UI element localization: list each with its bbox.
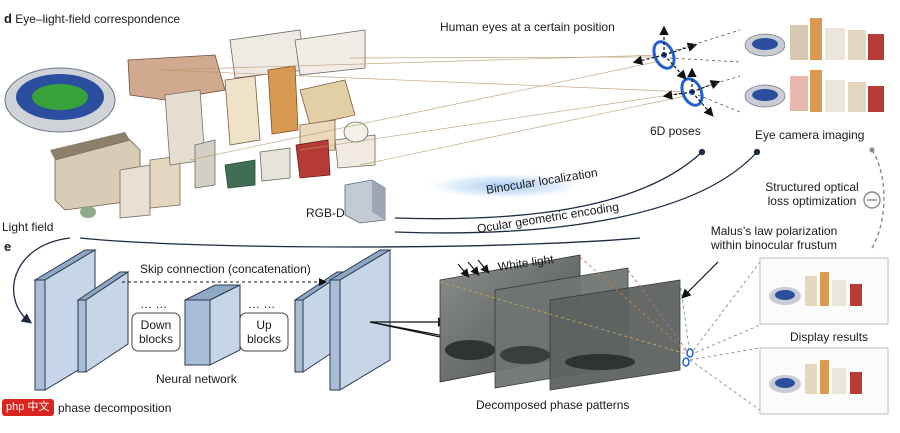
rgbd-sensor	[344, 179, 386, 224]
down-line-2: blocks	[138, 332, 173, 346]
pose-axes	[632, 25, 721, 117]
display-result-bottom	[759, 347, 889, 415]
up-blocks-label: Up blocks	[240, 318, 288, 346]
down-blocks-label: Down blocks	[132, 318, 180, 346]
decomposed-label: Decomposed phase patterns	[476, 398, 630, 412]
display-result-top	[759, 257, 889, 325]
city-scene	[4, 29, 386, 224]
rgbd-label: RGB-D	[306, 206, 345, 220]
structured-line-2: loss optimization	[767, 194, 857, 208]
flow-arrows-d	[79, 148, 761, 248]
eye-camera-label: Eye camera imaging	[755, 128, 865, 142]
camera-projection-lines	[669, 29, 741, 113]
display-results-label: Display results	[790, 330, 869, 344]
human-eyes-label: Human eyes at a certain position	[440, 20, 615, 34]
down-blocks-box	[131, 312, 181, 352]
structured-loss-label: Structured optical loss optimization	[756, 180, 868, 208]
feedback-arrow	[13, 237, 71, 324]
white-light-arrows	[457, 259, 490, 278]
poses-label: 6D poses	[650, 124, 701, 138]
network-blocks	[33, 249, 392, 391]
panel-d-letter: d	[4, 11, 12, 26]
up-blocks-box	[239, 312, 289, 352]
up-line-1: Up	[256, 318, 272, 332]
up-line-2: blocks	[246, 332, 281, 346]
frustum-lines	[439, 256, 761, 411]
diagram-canvas	[4, 18, 890, 415]
down-line-1: Down	[140, 318, 172, 332]
malus-label: Malus’s law polarization within binocula…	[690, 224, 858, 252]
structured-light-glow	[420, 172, 590, 200]
stadium-model	[4, 67, 116, 133]
malus-arrow	[681, 261, 719, 299]
structured-line-1: Structured optical	[765, 180, 859, 194]
watermark-badge: php 中文网	[2, 399, 54, 430]
malus-line-1: Malus’s law polarization	[710, 224, 838, 238]
eye-camera-image-bottom	[740, 70, 890, 116]
panel-d-heading: d Eye–light-field correspondence	[4, 11, 181, 27]
skip-connection-label: Skip connection (concatenation)	[140, 262, 311, 276]
optimization-loop	[863, 147, 885, 249]
malus-line-2: within binocular frustum	[710, 238, 838, 252]
panel-d-title: Eye–light-field correspondence	[15, 12, 181, 26]
panel-e-letter: e	[4, 239, 12, 254]
neural-network-label: Neural network	[156, 372, 237, 386]
small-eye-icons	[682, 348, 694, 367]
dots-right: … …	[248, 297, 276, 311]
dots-left: … …	[140, 297, 168, 311]
light-field-label: Light field	[2, 220, 54, 234]
building-models	[50, 29, 376, 219]
phase-decomposition-label: phase decomposition	[58, 401, 172, 415]
phase-pattern-stack	[439, 254, 681, 391]
light-rays	[159, 54, 691, 166]
eye-camera-image-top	[740, 18, 890, 66]
